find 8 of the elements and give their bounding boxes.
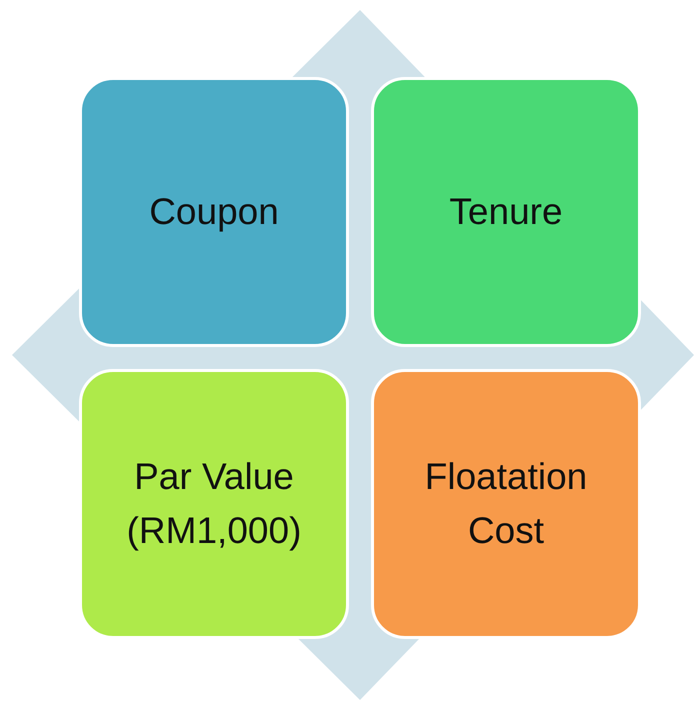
rounded-square bbox=[371, 369, 641, 639]
rounded-square bbox=[79, 77, 349, 347]
rounded-square bbox=[79, 369, 349, 639]
node-label: Par Value (RM1,000) bbox=[126, 455, 302, 553]
node-label: Coupon bbox=[149, 190, 279, 234]
rounded-square bbox=[371, 77, 641, 347]
node-label: Floatation Cost bbox=[424, 455, 588, 553]
node-label: Tenure bbox=[449, 190, 563, 234]
